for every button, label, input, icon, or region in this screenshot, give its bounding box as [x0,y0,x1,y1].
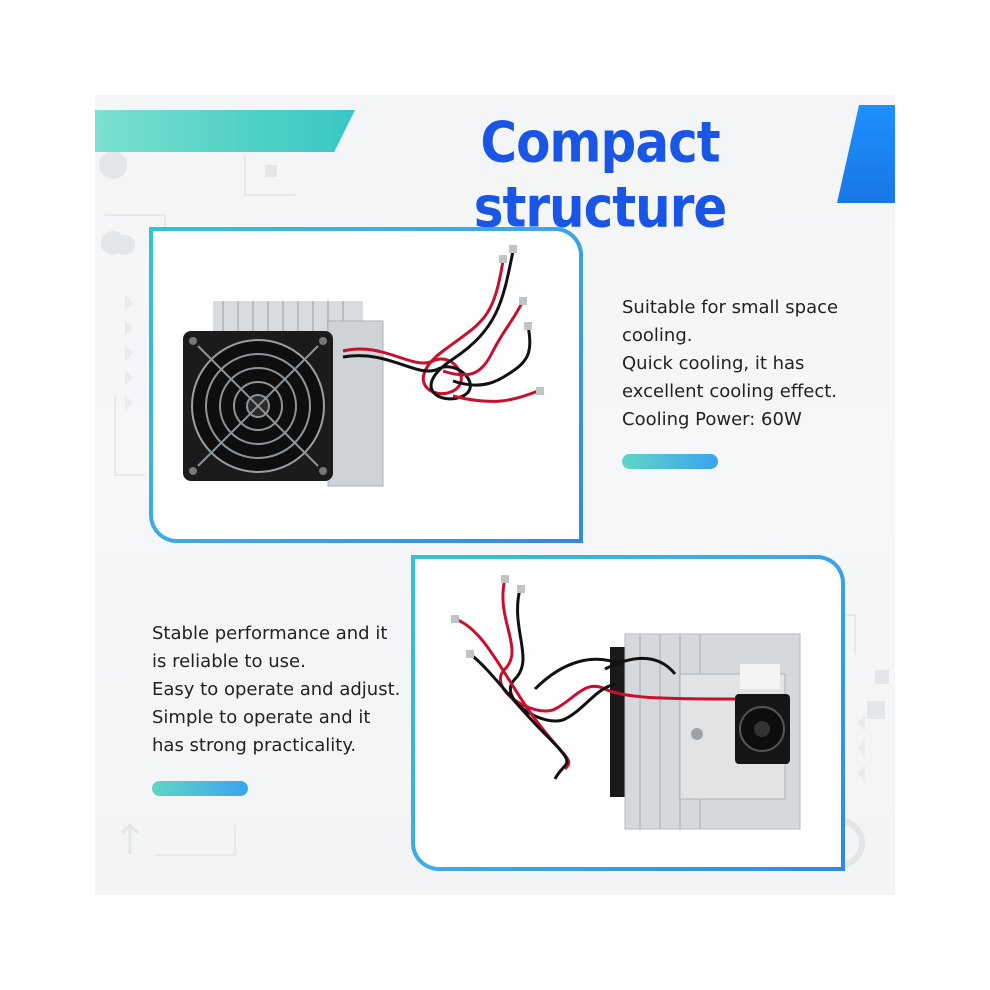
description-2-line: has strong practicality. [152,735,357,756]
description-1-line: Suitable for small space [622,297,839,318]
accent-pill-1 [622,454,718,469]
description-2-line: Stable performance and it [152,623,388,644]
description-2-line: Simple to operate and it [152,707,371,728]
description-1-line: Quick cooling, it has [622,353,805,374]
fan-icon [183,331,333,481]
cooler-front-image [183,245,544,487]
banner-left-accent [95,110,355,152]
wire-icon [454,578,736,780]
description-1-line: Cooling Power: 60W [622,409,802,430]
cooler-back-image [451,575,801,830]
wire-icon [342,250,539,403]
description-2-line: is reliable to use. [152,651,306,672]
description-1-line: excellent cooling effect. [622,381,838,402]
description-2-line: Easy to operate and adjust. [152,679,401,700]
accent-pill-2 [152,781,248,796]
description-1-line: cooling. [622,325,693,346]
description-1: Suitable for small space cooling. Quick … [622,294,882,434]
page-title: Compact structure [473,110,728,240]
fan-icon [735,694,790,764]
product-image-frame-2 [411,555,845,871]
product-panel: Compact structure [95,95,895,895]
product-image-frame-1 [149,227,583,543]
description-2: Stable performance and it is reliable to… [152,620,414,760]
